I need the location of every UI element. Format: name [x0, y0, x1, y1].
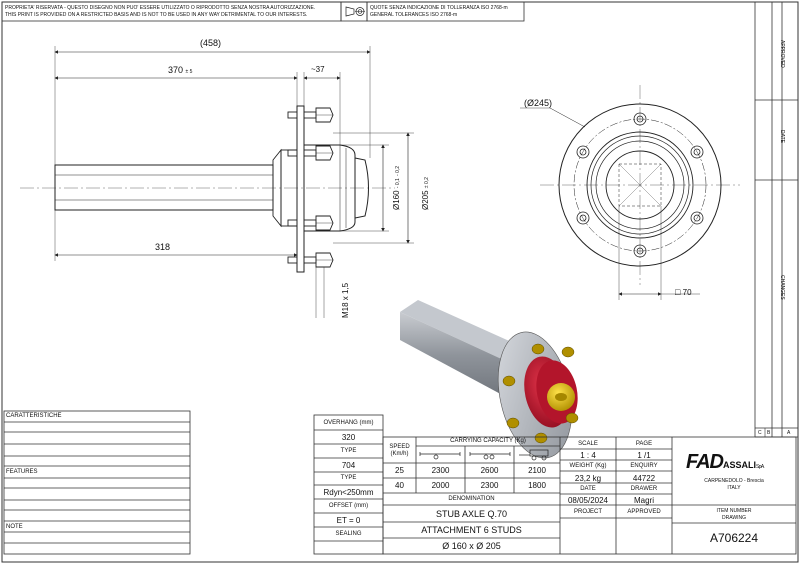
date-label: DATE: [580, 486, 596, 492]
capacity-r1-c2: 2600: [480, 466, 499, 475]
type-en-value: Rdyn<250mm: [323, 488, 374, 497]
capacity-r2-c2: 2300: [480, 481, 499, 490]
dim-dia-205: Ø205 ± 0,2: [421, 177, 430, 210]
denomination-label: DENOMINATION: [448, 496, 495, 502]
date-column-label: DATE: [779, 130, 785, 143]
speed-row-2: 40: [395, 481, 404, 490]
front-view: [520, 85, 740, 300]
company-logo: FADASSALIS.p.A.: [686, 451, 765, 473]
item-number-label: ITEM NUMBER: [716, 508, 752, 514]
sealing-label: SEALING: [335, 531, 362, 537]
tolerance-italian: QUOTE SENZA INDICAZIONE DI TOLLERANZA IS…: [370, 5, 508, 11]
side-view: [20, 46, 414, 318]
capacity-r2-c1: 2000: [431, 481, 450, 490]
drawer-value: Magri: [633, 496, 654, 505]
notice-english: THIS PRINT IS PROVIDED ON A RESTRICTED B…: [5, 12, 308, 18]
capacity-r1-c3: 2100: [528, 466, 546, 475]
page-label: PAGE: [635, 441, 653, 447]
offset-label: OFFSET (mm): [328, 503, 369, 509]
weight-value: 23,2 kg: [574, 474, 602, 483]
axle-3d-render: [400, 300, 579, 459]
type-en-label: TYPE: [340, 475, 357, 481]
offset-value: ET = 0: [336, 516, 361, 525]
drawer-label: DRAWER: [630, 486, 658, 492]
weight-label: WEIGHT (Kg): [569, 463, 607, 469]
dim-370: 370 ± 5: [168, 65, 193, 75]
tolerance-english: GENERAL TOLERANCES ISO 2768-m: [370, 12, 458, 18]
features-label: FEATURES: [6, 469, 38, 475]
overhang-label: OVERHANG (mm): [323, 420, 374, 426]
drawing-label: DRAWING: [722, 515, 746, 521]
page-value: 1 /1: [637, 451, 651, 460]
dim-stud-thread: M18 x 1,5: [341, 282, 350, 318]
dim-total-length: (458): [200, 38, 222, 48]
notice-italian: PROPRIETA' RISERVATA - QUESTO DISEGNO NO…: [5, 5, 316, 11]
enquiry-value: 44722: [632, 474, 656, 483]
overhang-value: 320: [341, 433, 356, 442]
capacity-label: CARRYING CAPACITY (Kg): [450, 438, 526, 444]
drawing-number: A706224: [709, 531, 759, 545]
capacity-r2-c3: 1800: [528, 481, 546, 490]
characteristics-label: CARATTERISTICHE: [6, 413, 62, 419]
enquiry-label: ENQUIRY: [630, 463, 658, 469]
attachment-value: ATTACHMENT 6 STUDS: [421, 525, 522, 535]
company-city: CARPENEDOLO - Brescia: [704, 478, 764, 484]
capacity-r1-c1: 2300: [431, 466, 450, 475]
size-value: Ø 160 x Ø 205: [442, 541, 501, 551]
dim-flange-diameter: (Ø245): [524, 98, 553, 108]
dim-dia-160: Ø160 - 0,1 - 0,2: [392, 165, 401, 210]
project-label: PROJECT: [573, 509, 602, 515]
dim-square-70: □ 70: [675, 287, 692, 297]
denomination-value: STUB AXLE Q.70: [435, 509, 508, 519]
speed-label: SPEED: [389, 444, 410, 450]
title-block-grid: [3, 410, 797, 555]
type-value: 704: [341, 461, 356, 470]
approved-label: APPROVED: [627, 509, 661, 515]
note-label: NOTE: [6, 524, 23, 530]
revision-b: B: [767, 430, 771, 436]
speed-unit: (Km/h): [390, 451, 409, 457]
speed-row-1: 25: [395, 466, 404, 475]
dim-flange-37: ~37: [311, 65, 325, 74]
approved-column-label: APPROVED: [779, 40, 785, 68]
changes-column-label: CHANGES: [779, 275, 785, 300]
company-country: ITALY: [727, 485, 741, 491]
projection-symbol: [345, 6, 365, 17]
trailer-icons: [419, 449, 549, 461]
scale-value: 1 : 4: [580, 451, 596, 460]
dim-318: 318: [155, 242, 171, 252]
scale-label: SCALE: [578, 441, 598, 447]
type-label: TYPE: [340, 448, 357, 454]
revision-a: A: [787, 430, 791, 436]
date-value: 08/05/2024: [567, 496, 609, 505]
revision-c: C: [758, 430, 762, 436]
